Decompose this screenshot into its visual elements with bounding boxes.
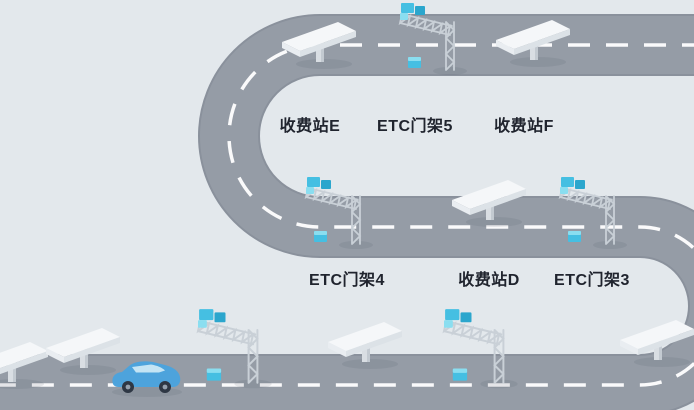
label-toll-station-f: 收费站F	[494, 118, 554, 135]
label-toll-station-d: 收费站D	[458, 272, 520, 289]
car-body	[112, 361, 181, 387]
label-etc-gantry-5: ETC门架5	[377, 118, 453, 135]
car-window	[132, 364, 165, 373]
blue-car	[112, 361, 182, 397]
label-toll-station-e: 收费站E	[279, 118, 341, 135]
label-etc-gantry-3: ETC门架3	[554, 272, 630, 289]
road-centerline	[0, 43, 694, 387]
label-etc-gantry-4: ETC门架4	[309, 272, 385, 289]
